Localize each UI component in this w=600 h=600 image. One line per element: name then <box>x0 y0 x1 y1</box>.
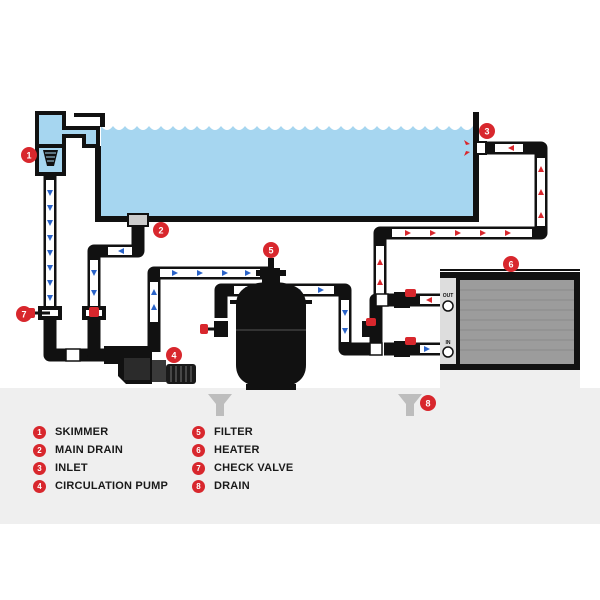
pipe-window <box>376 246 384 294</box>
legend-badge: 5 <box>192 425 205 439</box>
svg-text:7: 7 <box>21 310 26 320</box>
legend-label: HEATER <box>214 444 260 456</box>
drain-funnel-right <box>398 394 422 416</box>
svg-text:2: 2 <box>158 226 163 236</box>
pool <box>35 111 479 227</box>
legend-label: MAIN DRAIN <box>55 444 123 456</box>
legend-badge: 3 <box>33 461 46 475</box>
legend-item-drain: 8 DRAIN <box>192 478 250 494</box>
legend-label: CHECK VALVE <box>214 462 294 474</box>
heater-valves <box>362 289 416 357</box>
svg-text:6: 6 <box>508 260 513 270</box>
callouts: 1 2 3 4 5 6 7 8 <box>16 123 519 411</box>
skimmer-lid <box>100 115 105 127</box>
skimmer-housing <box>35 111 100 148</box>
heater-in-label: IN <box>446 340 451 346</box>
drain-funnel-left <box>208 394 232 416</box>
pipe-window <box>46 180 54 310</box>
sand-filter <box>230 258 312 390</box>
pipe-window <box>392 229 532 237</box>
svg-text:1: 1 <box>26 151 31 161</box>
inlet-fitting <box>475 141 487 155</box>
filter-valve <box>200 321 228 337</box>
main-drain-box <box>127 213 149 227</box>
legend-item-check-valve: 7 CHECK VALVE <box>192 460 293 476</box>
legend-label: FILTER <box>214 426 253 438</box>
legend-badge: 1 <box>33 425 46 439</box>
legend-item-filter: 5 FILTER <box>192 424 253 440</box>
pipe-window <box>150 282 158 322</box>
ground-area <box>0 388 600 524</box>
legend-label: DRAIN <box>214 480 250 492</box>
legend-label: INLET <box>55 462 88 474</box>
circulation-pump <box>104 346 196 384</box>
heater-callout: 6 <box>503 256 519 272</box>
ground-drains <box>208 394 422 416</box>
check-valve-right <box>82 306 106 320</box>
pipe-window <box>90 260 98 308</box>
pipe-couplers <box>65 293 389 362</box>
check-valve-callout: 7 <box>16 306 32 322</box>
legend-badge: 6 <box>192 443 205 457</box>
legend-item-circulation-pump: 4 CIRCULATION PUMP <box>33 478 168 494</box>
svg-text:4: 4 <box>171 351 176 361</box>
filter-callout: 5 <box>263 242 279 258</box>
pipe-window <box>341 300 349 342</box>
legend-item-skimmer: 1 SKIMMER <box>33 424 108 440</box>
pool-wall <box>95 112 479 222</box>
skimmer-basket-icon <box>43 150 58 166</box>
drain-callout: 8 <box>420 395 436 411</box>
pipe-window <box>160 269 260 277</box>
pool-water <box>101 120 473 216</box>
skimmer-callout: 1 <box>21 147 37 163</box>
water-surface-waves <box>101 118 473 130</box>
legend-badge: 2 <box>33 443 46 457</box>
legend-badge: 7 <box>192 461 205 475</box>
legend-badge: 8 <box>192 479 205 493</box>
legend-item-main-drain: 2 MAIN DRAIN <box>33 442 123 458</box>
main-drain-callout: 2 <box>153 222 169 238</box>
filter-to-heater-line <box>214 283 376 356</box>
svg-text:8: 8 <box>425 399 430 409</box>
svg-text:3: 3 <box>484 127 489 137</box>
skimmer-lid-top <box>74 113 105 117</box>
pool-heater: OUT IN <box>440 269 580 388</box>
svg-text:5: 5 <box>268 246 273 256</box>
legend-item-heater: 6 HEATER <box>192 442 260 458</box>
legend-item-inlet: 3 INLET <box>33 460 88 476</box>
inlet-callout: 3 <box>479 123 495 139</box>
heater-out-label: OUT <box>443 293 454 299</box>
legend-label: SKIMMER <box>55 426 109 438</box>
legend: 1 SKIMMER 2 MAIN DRAIN 3 INLET 4 CIRCULA… <box>0 424 600 504</box>
legend-label: CIRCULATION PUMP <box>55 480 168 492</box>
legend-badge: 4 <box>33 479 46 493</box>
pump-callout: 4 <box>166 347 182 363</box>
main-drain-suction-line <box>87 226 145 362</box>
